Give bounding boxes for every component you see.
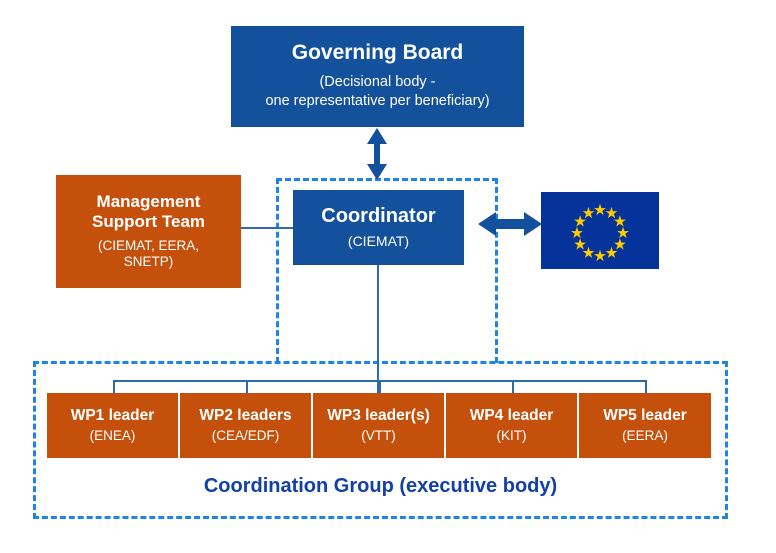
coordinator-node[interactable]: Coordinator (CIEMAT) [293, 190, 464, 265]
wp1-leader-subtitle: (ENEA) [89, 428, 136, 444]
wp3-leaders-title: WP3 leader(s) [327, 406, 430, 424]
coordinator-dashed-zone [276, 178, 498, 363]
wp5-leader-node[interactable]: WP5 leader (EERA) [579, 393, 711, 458]
management-support-team-node[interactable]: Management Support Team (CIEMAT, EERA, S… [56, 175, 241, 288]
connector-mst-to-coordinator [241, 227, 293, 229]
wp2-leaders-node[interactable]: WP2 leaders (CEA/EDF) [180, 393, 311, 458]
connector-drop-wp2 [246, 380, 248, 394]
governing-board-title: Governing Board [291, 41, 464, 65]
arrow-governing-board-coordinator [367, 128, 387, 180]
connector-drop-wp5 [645, 380, 647, 394]
coordination-group-caption: Coordination Group (executive body) [203, 475, 558, 497]
wp5-leader-subtitle: (EERA) [622, 428, 668, 444]
coordinator-subtitle: (CIEMAT) [347, 233, 410, 250]
wp2-leaders-title: WP2 leaders [199, 406, 292, 424]
wp4-leader-node[interactable]: WP4 leader (KIT) [446, 393, 577, 458]
connector-drop-wp1 [113, 380, 115, 394]
governing-board-node[interactable]: Governing Board (Decisional body - one r… [231, 26, 524, 127]
eu-flag-stars [571, 203, 629, 262]
coordinator-title: Coordinator [321, 205, 436, 228]
wp4-leader-title: WP4 leader [469, 406, 554, 424]
connector-coordinator-trunk [377, 265, 379, 412]
management-support-team-subtitle: (CIEMAT, EERA, SNETP) [97, 237, 199, 270]
wp5-leader-title: WP5 leader [603, 406, 687, 424]
connector-drop-wp3 [379, 380, 381, 394]
wp3-leaders-node[interactable]: WP3 leader(s) (VTT) [313, 393, 444, 458]
wp2-leaders-subtitle: (CEA/EDF) [211, 428, 280, 444]
wp1-leader-title: WP1 leader [70, 406, 155, 424]
eu-flag-icon [541, 192, 659, 269]
governing-board-subtitle: (Decisional body - one representative pe… [265, 73, 490, 110]
wp4-leader-subtitle: (KIT) [496, 428, 527, 444]
connector-drop-wp4 [512, 380, 514, 394]
arrow-coordinator-eu [478, 212, 542, 236]
management-support-team-title: Management Support Team [91, 191, 206, 232]
wp3-leaders-subtitle: (VTT) [361, 428, 396, 444]
wp1-leader-node[interactable]: WP1 leader (ENEA) [47, 393, 178, 458]
coordination-group-dashed-zone [33, 361, 728, 519]
